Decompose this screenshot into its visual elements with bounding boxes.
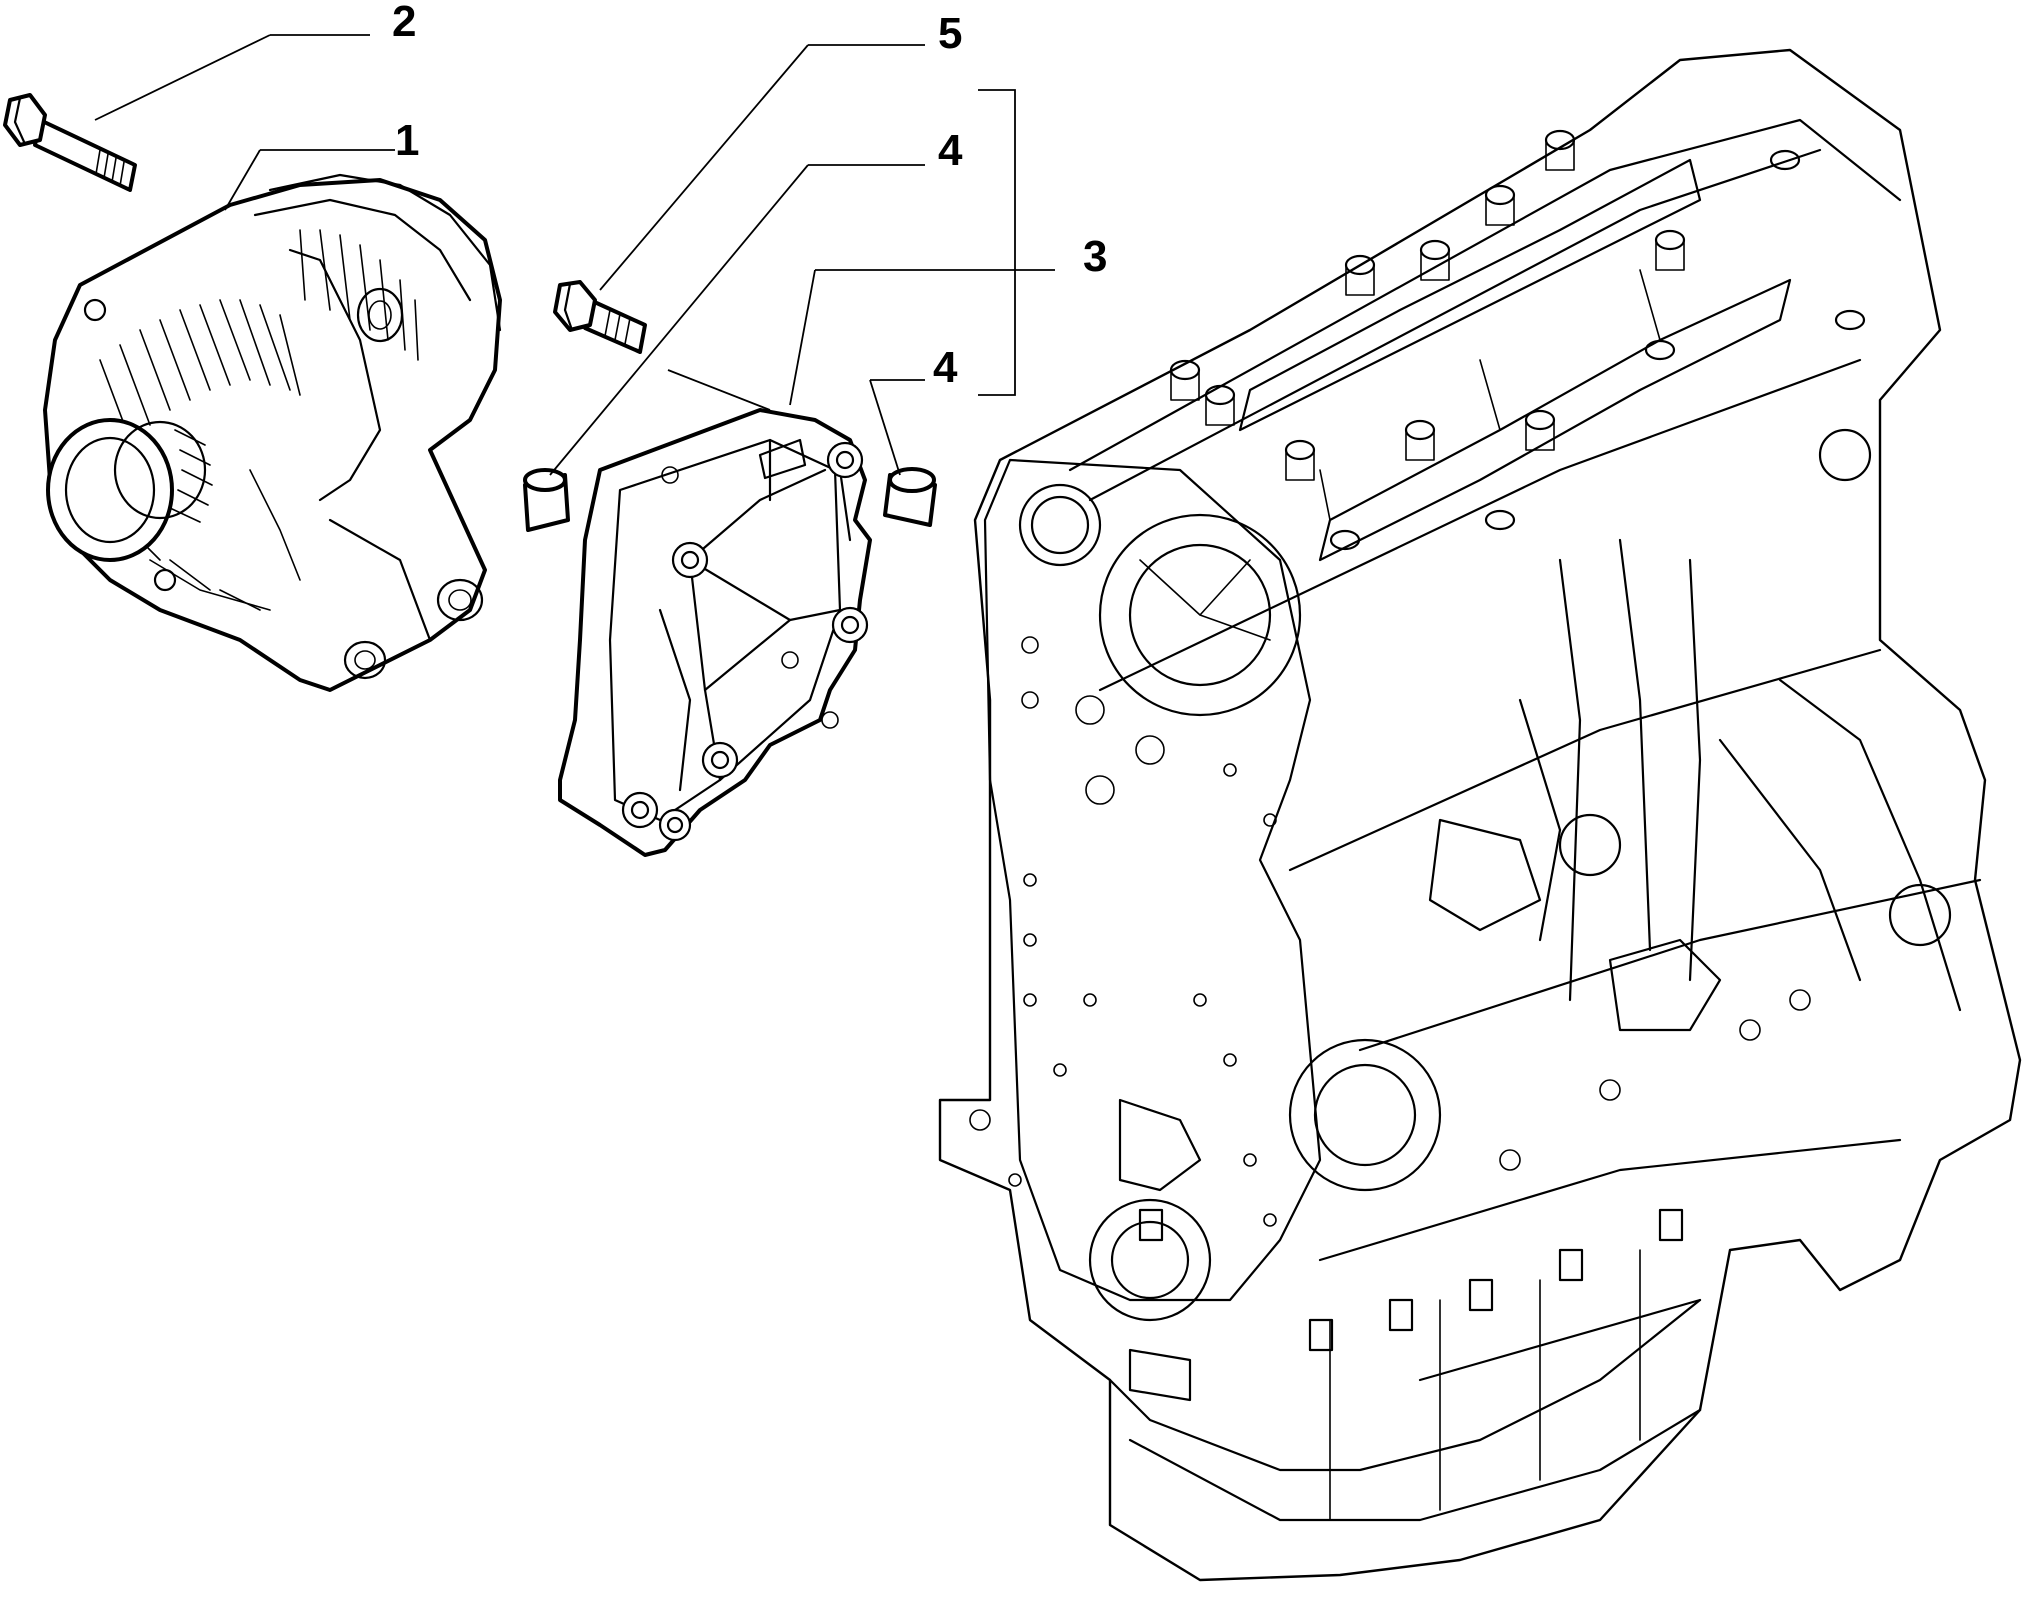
bushing-icon [523, 467, 937, 532]
callout-labels: 1 2 5 4 3 4 [392, 0, 1107, 392]
callout-1: 1 [395, 116, 419, 165]
alternator-icon [43, 173, 502, 692]
short-bolt-icon [553, 280, 647, 354]
bracket-icon [558, 408, 872, 857]
callout-5: 5 [938, 9, 962, 58]
long-bolt-icon [3, 93, 137, 192]
engine-block-icon [938, 48, 2022, 1582]
callout-4-lower: 4 [933, 343, 958, 392]
callout-3: 3 [1083, 232, 1107, 281]
leader-lines [94, 34, 1055, 476]
callout-2: 2 [392, 0, 416, 46]
callout-4-upper: 4 [938, 126, 963, 175]
